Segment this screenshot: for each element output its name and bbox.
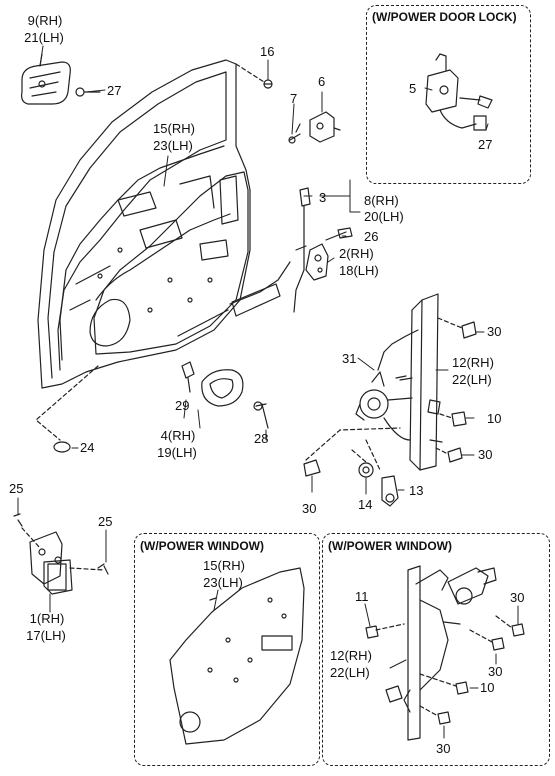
lock-actuator-5 [425, 53, 487, 131]
callout-30-c: 30 [302, 501, 317, 516]
callout-12-manual: 12(RH) [452, 355, 494, 370]
plug-24 [35, 365, 99, 453]
screw-16 [235, 63, 273, 89]
callout-27-handle: 27 [107, 83, 122, 98]
inset-power-window-left [134, 533, 320, 766]
callout-7: 7 [290, 91, 298, 106]
callout-11: 11 [355, 589, 369, 604]
window-regulator-manual [355, 293, 443, 471]
callout-30-d: 30 [510, 590, 525, 605]
callout-12-power: 12(RH) [330, 648, 372, 663]
inset-title-power-window-right: (W/POWER WINDOW) [326, 539, 454, 553]
screw-28 [253, 401, 269, 429]
fasteners-power [365, 615, 525, 725]
window-regulator-power [385, 565, 497, 741]
callout-31: 31 [342, 351, 357, 366]
callout-9: 9(RH) [27, 13, 63, 28]
screw-7 [288, 123, 301, 144]
callout-5: 5 [409, 81, 417, 96]
door-shell-part [37, 59, 251, 389]
callout-30-e: 30 [488, 664, 503, 679]
callout-10-manual: 10 [487, 411, 502, 426]
callout-14: 14 [358, 497, 373, 512]
callout-25-a: 25 [9, 481, 24, 496]
callout-15-lower: 15(RH) [203, 558, 245, 573]
callout-8: 8(RH) [364, 193, 399, 208]
callout-26: 26 [364, 229, 379, 244]
callout-3: 3 [319, 190, 327, 205]
inset-title-power-window-left: (W/POWER WINDOW) [138, 539, 266, 553]
callout-6: 6 [318, 74, 326, 89]
callout-30-b: 30 [478, 447, 493, 462]
door-trim-part-lower [169, 567, 305, 745]
nuts-30-manual [303, 317, 477, 477]
inset-power-window-right [322, 533, 550, 766]
callout-25-b: 25 [98, 514, 113, 529]
bracket-6 [309, 111, 341, 143]
callout-30-f: 30 [436, 741, 451, 756]
callout-17: 17(LH) [26, 628, 66, 643]
callout-18: 18(LH) [339, 263, 379, 278]
bolt-27b [459, 95, 493, 109]
callout-30-a: 30 [487, 324, 502, 339]
callout-4: 4(RH) [160, 428, 196, 443]
leader-lines [17, 45, 519, 739]
callout-24: 24 [80, 440, 95, 455]
callout-22-power: 22(LH) [330, 665, 370, 680]
callout-27-lock: 27 [478, 137, 493, 152]
door-hinge-part [13, 513, 109, 595]
callout-22-manual: 22(LH) [452, 372, 492, 387]
clip-29 [181, 361, 195, 393]
door-trim-part-upper [93, 171, 249, 355]
callout-29: 29 [175, 398, 190, 413]
callout-28: 28 [254, 431, 269, 446]
callout-13: 13 [409, 483, 424, 498]
regulator-handle-13-14 [351, 439, 399, 507]
callout-15-upper: 15(RH) [153, 121, 195, 136]
callout-2: 2(RH) [339, 246, 374, 261]
door-latch-part [177, 187, 353, 337]
inset-title-power-door-lock: (W/POWER DOOR LOCK) [370, 10, 519, 24]
callout-20: 20(LH) [364, 209, 404, 224]
callout-1: 1(RH) [29, 611, 65, 626]
callout-10-power: 10 [480, 680, 495, 695]
inner-handle-4 [201, 369, 244, 407]
inset-power-door-lock [366, 5, 531, 184]
inside-handle-part [21, 53, 71, 105]
callout-23-lower: 23(LH) [203, 575, 243, 590]
callout-19: 19(LH) [157, 445, 197, 460]
callout-16: 16 [260, 44, 275, 59]
callout-21: 21(LH) [24, 30, 64, 45]
callout-23-upper: 23(LH) [153, 138, 193, 153]
clip-10-manual [439, 411, 467, 427]
